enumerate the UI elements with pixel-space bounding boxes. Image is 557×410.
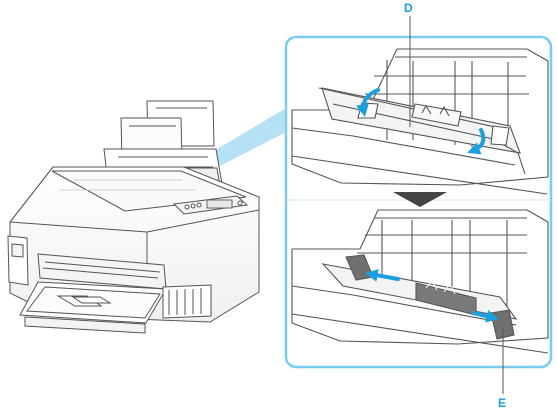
label-e: E — [498, 396, 506, 410]
lower-right-guide-arrow — [472, 309, 499, 323]
down-arrow-icon — [393, 192, 447, 207]
printer-illustration — [7, 100, 260, 334]
label-d: D — [404, 1, 413, 15]
upper-right-curved-arrow — [467, 128, 486, 155]
lower-left-guide-arrow — [364, 269, 400, 282]
upper-paper-view — [291, 48, 549, 195]
upper-left-curved-arrow — [356, 88, 380, 118]
